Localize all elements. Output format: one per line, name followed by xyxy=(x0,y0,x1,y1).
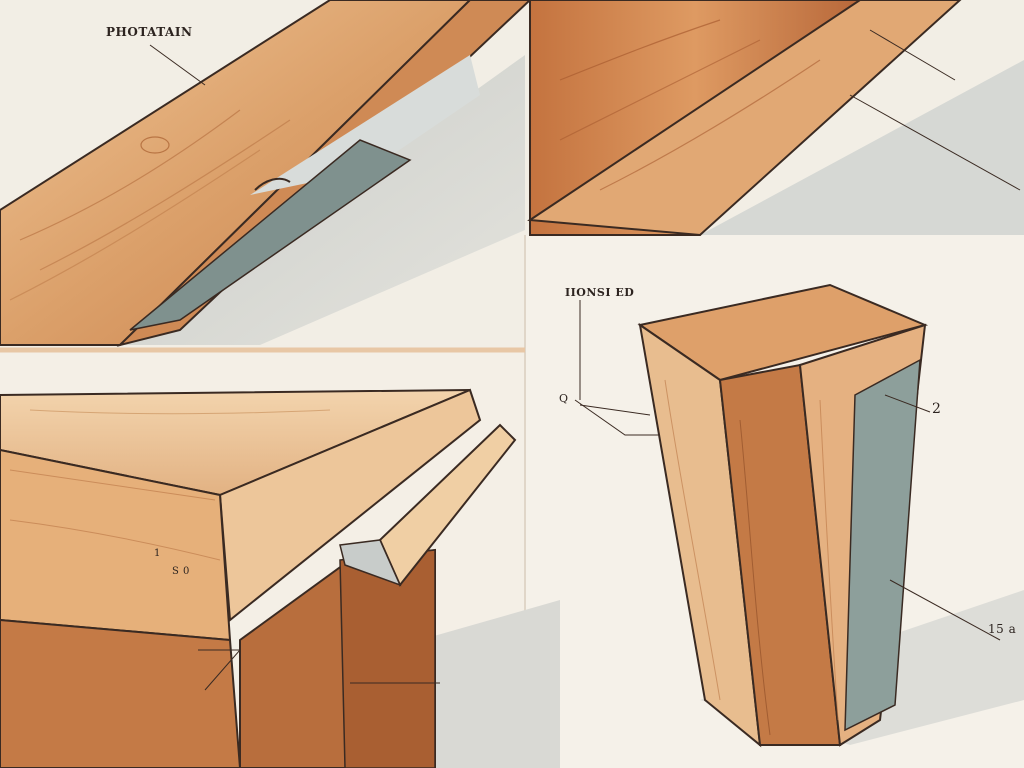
annotation-label-small-1: 1 xyxy=(154,548,161,559)
annotation-label-15: 15 a xyxy=(988,622,1017,636)
top-right-beam xyxy=(527,0,1024,237)
top-left-beam xyxy=(0,0,532,347)
annotation-label-small-s: S 0 xyxy=(172,566,190,577)
annotation-label-2: 2 xyxy=(932,401,942,417)
right-post xyxy=(574,283,1024,748)
lower-left-joint xyxy=(0,388,560,768)
annotation-label-middle: IIONSI ED xyxy=(565,286,635,299)
annotation-label-q: Q xyxy=(559,392,569,405)
annotation-label-top: PHOTATAIN xyxy=(106,25,193,39)
